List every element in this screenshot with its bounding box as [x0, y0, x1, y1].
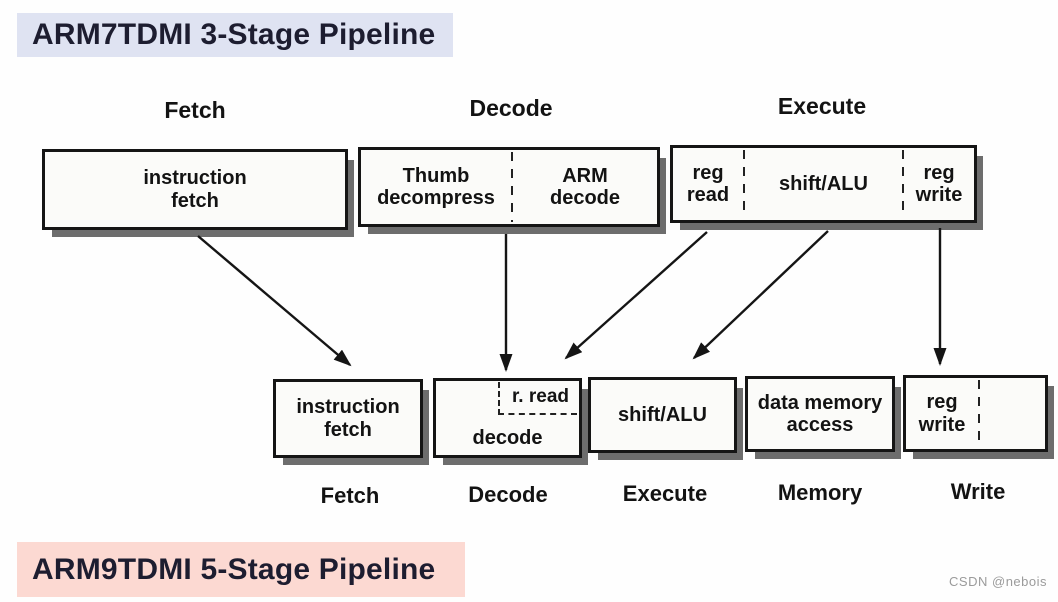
arm9-shift-alu-label: shift/ALU [618, 403, 707, 426]
arm9-memory-box: data memory access [745, 376, 895, 452]
arm9-stage-label-execute: Execute [622, 481, 708, 506]
arm9-stage-label-memory: Memory [777, 480, 863, 505]
arm9-write-empty-cell [980, 378, 1045, 449]
arrow-fetch-to-fetch [197, 235, 352, 367]
arm9-instruction-fetch-cell: instruction fetch [276, 382, 420, 455]
arm7-thumb-decompress-cell: Thumb decompress [361, 150, 511, 224]
arm7-arm-decode-line1: ARM [562, 164, 608, 187]
arm7-arm-decode-line2: decode [549, 187, 621, 209]
arrow-shiftalu-to-execute [692, 230, 829, 360]
arm7-reg-read-line2: read [686, 184, 730, 206]
arm7-reg-read-line1: reg [692, 161, 724, 184]
arm7-execute-divider-2 [902, 150, 904, 218]
arm9-write-divider [978, 380, 980, 447]
arm9-title: ARM9TDMI 5-Stage Pipeline [17, 542, 465, 597]
arm7-shift-alu-cell: shift/ALU [745, 148, 902, 220]
arm7-stage-label-fetch: Fetch [164, 97, 226, 123]
arm7-stage-label-execute: Execute [777, 93, 867, 119]
arm9-reg-write-cell: reg write [906, 378, 978, 449]
arm7-arm-decode-cell: ARM decode [513, 150, 657, 224]
arm9-r-read-tag: r. read [497, 382, 577, 415]
arm9-stage-label-write: Write [950, 479, 1006, 504]
arm9-data-memory-line1: data memory [757, 391, 883, 414]
arm7-stage-label-decode: Decode [469, 95, 553, 121]
arm7-decode-divider [511, 152, 513, 222]
arm7-execute-box: reg read shift/ALU reg write [670, 145, 977, 223]
arm9-decode-box: r. read decode [433, 378, 582, 458]
arm9-shift-alu-cell: shift/ALU [591, 380, 734, 450]
arm7-decode-box: Thumb decompress ARM decode [358, 147, 660, 227]
arm9-instruction-fetch-line1: instruction [296, 396, 400, 419]
arm7-reg-write-line2: write [915, 184, 963, 206]
arm9-instruction-fetch-line2: fetch [324, 418, 372, 441]
arm9-data-memory-cell: data memory access [748, 379, 892, 449]
arm7-instruction-fetch-line2: fetch [171, 189, 219, 212]
arm7-fetch-box: instruction fetch [42, 149, 348, 230]
arm9-fetch-box: instruction fetch [273, 379, 423, 458]
arm7-execute-divider-1 [743, 150, 745, 218]
arm9-reg-write-line1: reg [926, 391, 958, 414]
arm7-reg-write-cell: reg write [904, 148, 974, 220]
arm9-reg-write-line2: write [918, 413, 966, 436]
arm9-stage-label-decode: Decode [468, 482, 548, 507]
arm9-stage-label-fetch: Fetch [320, 483, 380, 508]
arm7-instruction-fetch-line1: instruction [143, 167, 247, 190]
arrow-regread-to-decode [564, 231, 708, 360]
arm7-reg-write-line1: reg [923, 161, 955, 184]
arm9-decode-label: decode [472, 427, 543, 449]
arm9-execute-box: shift/ALU [588, 377, 737, 453]
arm7-thumb-line2: decompress [377, 187, 495, 209]
arm7-instruction-fetch-cell: instruction fetch [45, 152, 345, 227]
arm9-write-box: reg write [903, 375, 1048, 452]
watermark: CSDN @nebois [949, 574, 1047, 589]
arm7-shift-alu-label: shift/ALU [779, 172, 868, 195]
arm7-thumb-line1: Thumb [402, 164, 470, 187]
arm7-reg-read-cell: reg read [673, 148, 743, 220]
arm9-data-memory-line2: access [786, 414, 854, 436]
arm7-title: ARM7TDMI 3-Stage Pipeline [17, 13, 453, 57]
